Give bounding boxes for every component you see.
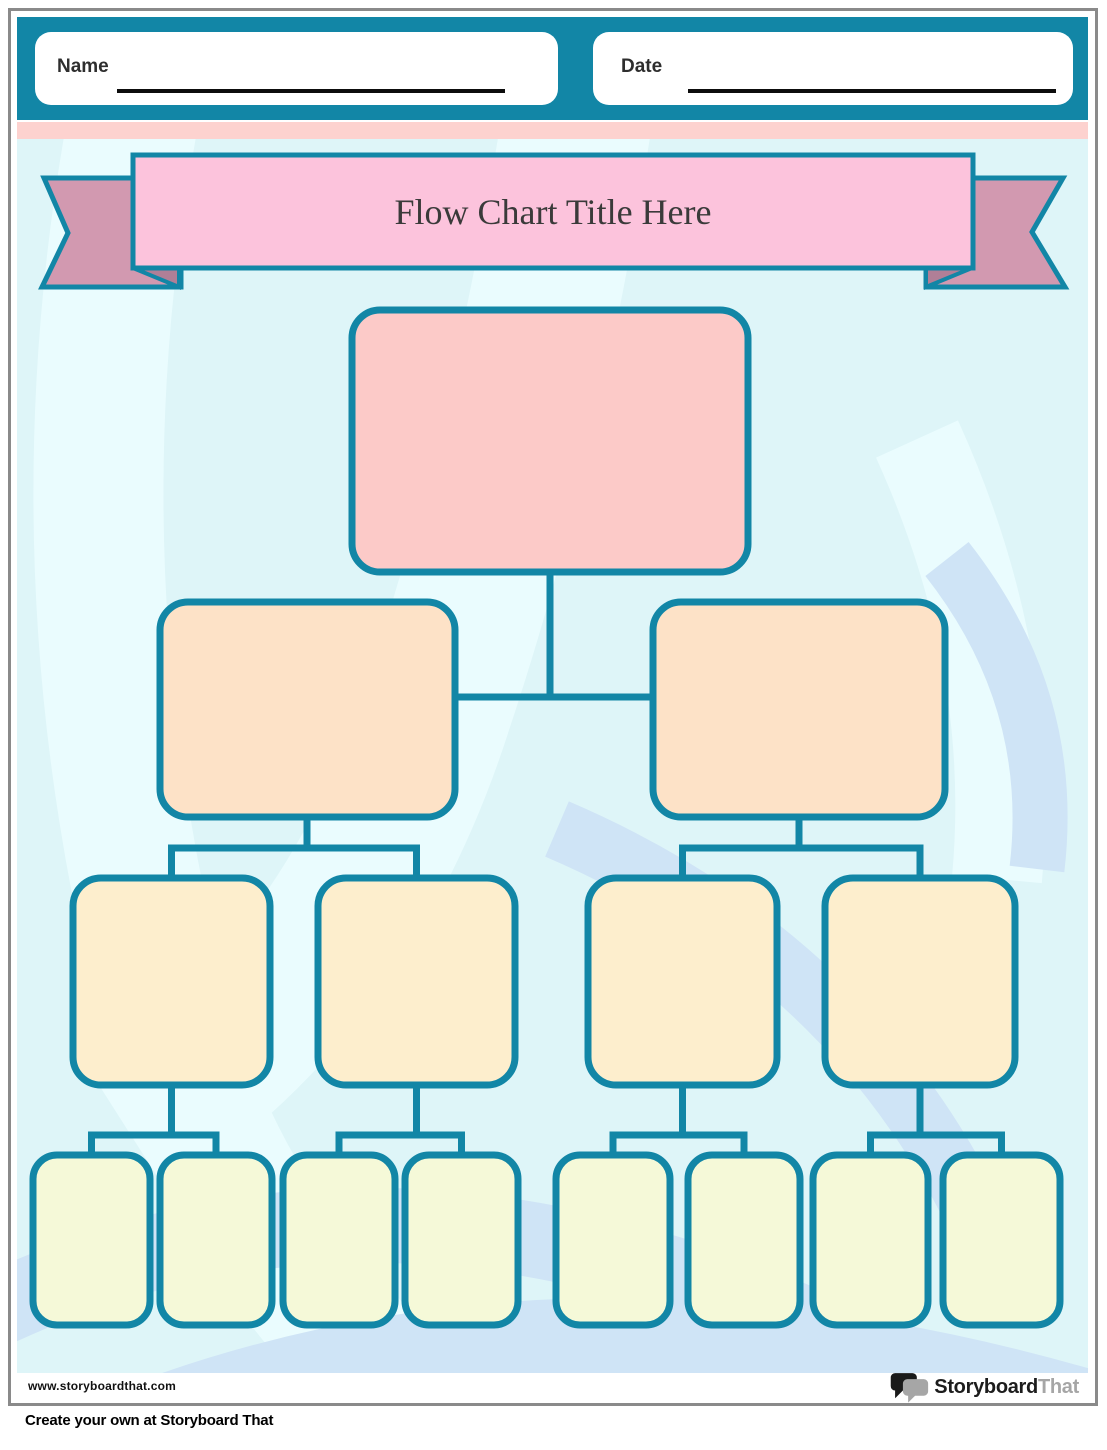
- name-field[interactable]: Name: [35, 32, 558, 105]
- connector-l3a-children: [88, 1081, 220, 1159]
- website-url: www.storyboardthat.com: [28, 1379, 176, 1393]
- node-level4-5[interactable]: [552, 1151, 674, 1329]
- date-field[interactable]: Date: [593, 32, 1073, 105]
- node-level3-3[interactable]: [584, 874, 781, 1089]
- node-level4-1[interactable]: [29, 1151, 154, 1329]
- speech-bubbles-icon: [889, 1371, 929, 1403]
- node-level3-2[interactable]: [314, 874, 519, 1089]
- node-level4-8[interactable]: [939, 1151, 1064, 1329]
- node-level4-2[interactable]: [156, 1151, 276, 1329]
- node-level2-2[interactable]: [649, 598, 949, 821]
- node-level1[interactable]: [348, 306, 752, 576]
- node-level3-4[interactable]: [821, 874, 1019, 1089]
- pink-accent-strip: [17, 122, 1088, 139]
- logo-text-storyboard: Storyboard: [934, 1375, 1038, 1398]
- node-level4-3[interactable]: [279, 1151, 399, 1329]
- connector-l3c-children: [609, 1081, 748, 1159]
- create-your-own-caption: Create your own at Storyboard That: [25, 1412, 274, 1429]
- flow-chart-canvas: Flow Chart Title Here: [17, 139, 1088, 1373]
- name-label: Name: [57, 56, 109, 77]
- connector-l2b-children: [679, 813, 924, 880]
- storyboardthat-logo: StoryboardThat: [889, 1371, 1079, 1403]
- node-level4-7[interactable]: [809, 1151, 932, 1329]
- title-banner: [130, 152, 976, 271]
- logo-wordmark: StoryboardThat: [934, 1376, 1079, 1399]
- logo-text-that: That: [1037, 1375, 1079, 1398]
- node-level3-1[interactable]: [69, 874, 274, 1089]
- connector-l3d-children: [867, 1081, 1005, 1159]
- flow-chart-connectors: [88, 569, 1005, 1159]
- flow-chart-title[interactable]: Flow Chart Title Here: [394, 192, 711, 232]
- node-level4-4[interactable]: [401, 1151, 522, 1329]
- connector-l1-l2: [455, 569, 657, 701]
- date-write-line[interactable]: [688, 89, 1056, 93]
- header-bar: Name Date: [17, 17, 1088, 120]
- connector-l3b-children: [335, 1081, 465, 1159]
- node-level2-1[interactable]: [156, 598, 459, 821]
- date-label: Date: [621, 56, 663, 77]
- node-level4-6[interactable]: [684, 1151, 804, 1329]
- name-write-line[interactable]: [117, 89, 505, 93]
- worksheet-page: Name Date: [8, 8, 1098, 1406]
